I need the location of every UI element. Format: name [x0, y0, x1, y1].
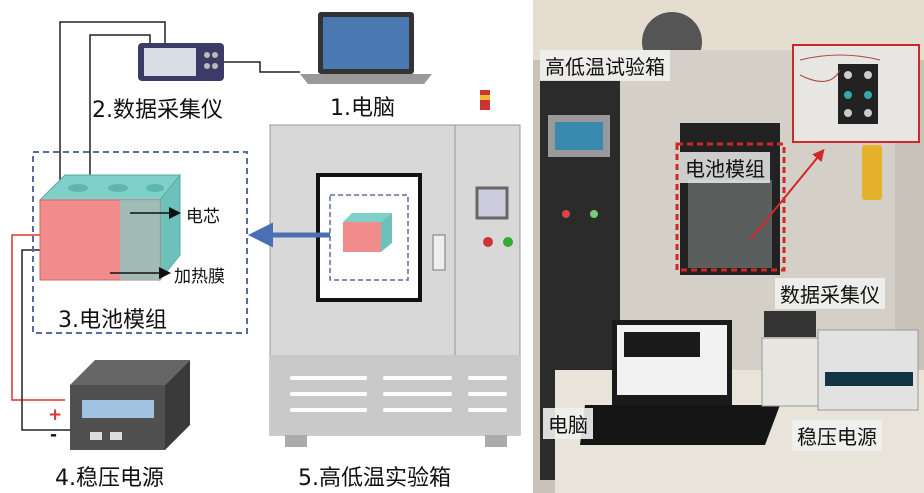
computer-label: 1.电脑 — [330, 96, 395, 121]
chamber-icon — [269, 90, 521, 447]
battery-highlight-box — [675, 142, 786, 272]
power-supply-label: 4.稳压电源 — [55, 466, 164, 491]
data-logger-icon — [138, 43, 224, 81]
lab-photo — [533, 0, 924, 493]
power-supply-icon — [70, 360, 190, 450]
chamber-label: 5.高低温实验箱 — [298, 466, 451, 491]
photo-battery-label: 电池模组 — [680, 152, 770, 183]
photo-data-logger-label: 数据采集仪 — [775, 278, 885, 309]
laptop-icon — [300, 12, 432, 84]
signal-wires — [59, 21, 300, 245]
negative-wire — [21, 249, 70, 431]
battery-module-icon — [38, 173, 182, 282]
photo-computer-label: 电脑 — [543, 408, 593, 439]
cell-label: 电芯 — [186, 207, 220, 227]
photo-power-supply-label: 稳压电源 — [792, 420, 882, 451]
data-logger-label: 2.数据采集仪 — [92, 98, 223, 123]
plus-sign: + — [48, 405, 63, 425]
heating-film-label: 加热膜 — [174, 267, 225, 287]
positive-wire — [11, 234, 65, 401]
minus-sign: - — [50, 425, 58, 445]
battery-dashed-box — [32, 151, 248, 334]
photo-chamber-label: 高低温试验箱 — [540, 50, 670, 81]
battery-module-label: 3.电池模组 — [58, 308, 167, 333]
